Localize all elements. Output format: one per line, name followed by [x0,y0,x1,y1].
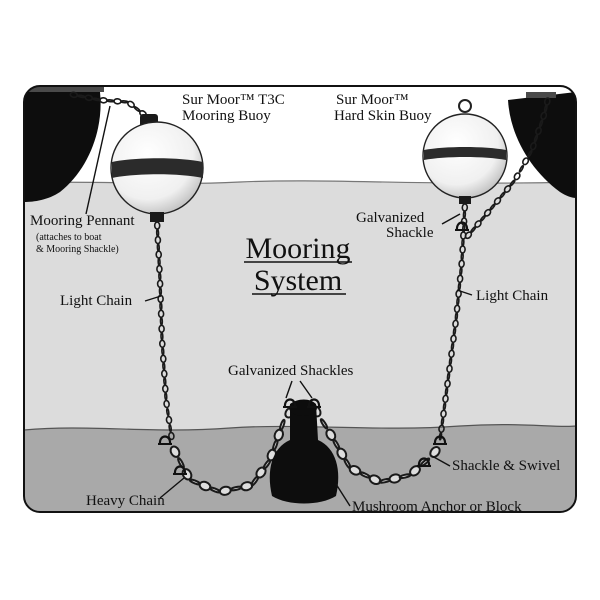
chain-link [503,185,512,193]
shackle [433,435,447,445]
panel-border [23,85,577,513]
label-mooring-pennant: Mooring Pennant [30,213,135,229]
chain-link [279,418,286,432]
title-line-2: System [254,264,342,297]
pointer-galv-shackles-right [299,380,313,399]
chain-link [499,191,506,199]
chain-link [489,203,496,211]
chain-link [319,418,329,430]
label-shackle-swivel: Shackle & Swivel [452,458,560,474]
hard-skin-buoy [422,99,508,204]
label-light-chain-left: Light Chain [60,293,133,309]
mooring-pennant-chain [69,91,147,118]
boat-hull-left [24,92,101,202]
chain-link [163,399,170,409]
chain-link [409,465,421,477]
shackle [158,435,172,445]
light-chain-left [153,221,175,441]
label-light-chain-right: Light Chain [476,288,549,304]
label-hard-buoy-line1: Sur Moor™ [336,92,409,108]
chain-link [513,172,521,181]
shackle [455,221,469,231]
shackle [417,457,431,467]
chain-link [165,415,173,425]
boat-hull-right [508,92,576,198]
chain-link [533,134,539,143]
chain-link [168,431,175,441]
buoy-top-eye [458,99,472,113]
chain-link [165,407,170,417]
pointer-heavy-chain [159,477,185,499]
chain-link [429,446,441,458]
label-galvanized-shackle-line1: Galvanized [356,210,425,226]
chain-link [518,164,525,173]
boat-deck-left [24,86,104,92]
pointer-galv-shackle [441,213,461,225]
buoy-bottom-fitting [150,212,164,222]
shackle [173,465,187,475]
label-hard-buoy-line2: Hard Skin Buoy [334,108,432,124]
light-chain-right [438,203,469,441]
shackles [158,221,469,475]
chain-link [538,119,544,128]
label-pennant-note-1: (attaches to boat [36,232,102,243]
chain-link [168,423,173,433]
label-galvanized-shackles: Galvanized Shackles [228,363,354,379]
label-t3c-buoy-line1: Sur Moor™ T3C [182,92,285,108]
pointer-anchor [335,483,351,507]
label-galvanized-shackle-line2: Shackle [386,225,434,241]
pointer-galv-shackles-left [285,380,293,399]
buoy-bottom-fitting [459,196,471,204]
pointer-light-chain-right [456,289,473,296]
pointer-lines [85,105,473,507]
water [24,180,576,430]
pointer-pennant [85,105,111,215]
chain-link [522,157,530,166]
label-heavy-chain: Heavy Chain [86,493,165,509]
chain-link [509,179,516,187]
chain-link [527,149,533,158]
chain-link [529,141,537,151]
t3c-mooring-buoy [110,114,204,222]
pointer-shackle-swivel [431,455,451,467]
chain-link [543,97,551,106]
label-t3c-buoy-line2: Mooring Buoy [182,108,271,124]
shackle [283,398,297,408]
chain-link [493,197,502,205]
pointer-light-chain-left [144,295,162,302]
title-line-1: Mooring [246,232,351,265]
boat-deck-right [526,92,556,98]
chain-link [535,126,542,136]
chain-link [169,445,181,458]
shackle [307,398,321,408]
label-anchor: Mushroom Anchor or Block [352,499,522,515]
label-pennant-note-2: & Mooring Shackle) [36,244,119,255]
